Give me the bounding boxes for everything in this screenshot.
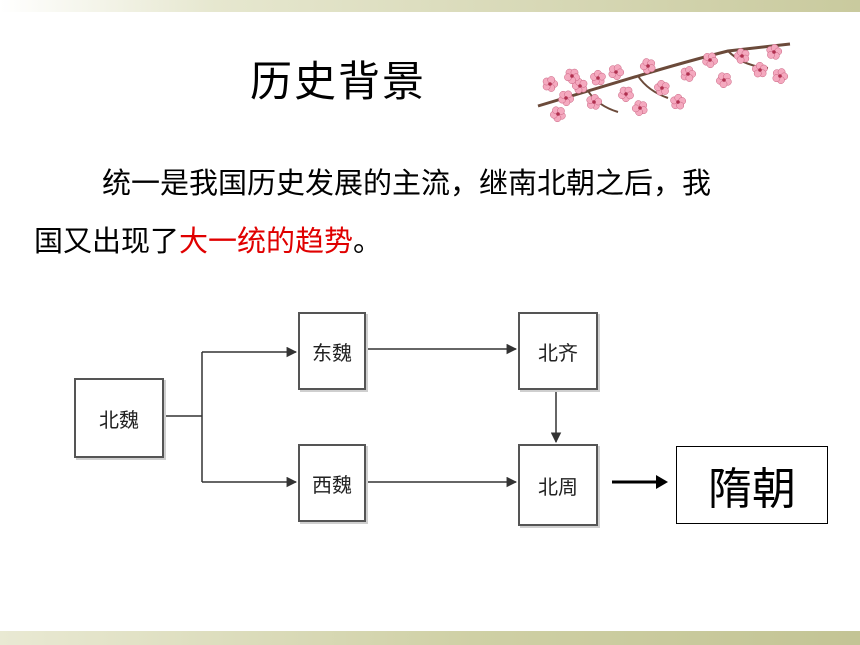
blossom-flower: [772, 68, 789, 84]
node-sui-dynasty: 隋朝: [676, 446, 828, 524]
bottom-decorative-band: [0, 631, 860, 645]
node-bei-wei: 北魏: [74, 378, 164, 458]
dynasty-flow-diagram: 北魏 东魏 北齐 西魏 北周: [62, 302, 604, 538]
blossom-flower: [766, 44, 783, 60]
blossom-flower: [716, 72, 732, 89]
node-bei-zhou: 北周: [518, 444, 598, 526]
paragraph-line-2: 国又出现了大一统的趋势。: [34, 218, 382, 260]
slide-title: 历史背景: [250, 57, 427, 106]
highlighted-phrase: 大一统的趋势: [179, 224, 354, 258]
blossom-flower: [550, 106, 566, 123]
blossom-flower: [586, 94, 603, 110]
paragraph-text: 国又出现了: [34, 224, 180, 258]
blossom-flower: [680, 66, 697, 82]
blossom-flower: [670, 93, 686, 110]
paragraph-line-1: 统一是我国历史发展的主流，继南北朝之后，我: [102, 166, 712, 200]
top-decorative-band: [0, 0, 860, 12]
flow-connectors: [162, 343, 562, 488]
node-dong-wei: 东魏: [298, 312, 366, 390]
plum-blossom-branch-icon: [537, 42, 791, 123]
blossom-flower: [608, 64, 625, 80]
blossom-flower: [590, 69, 606, 86]
blossom-flower: [618, 86, 634, 103]
node-bei-qi: 北齐: [518, 312, 598, 390]
blossom-flower: [702, 52, 718, 69]
blossom-flower: [654, 80, 670, 96]
paragraph-punctuation: 。: [353, 224, 383, 258]
blossom-flower: [752, 61, 768, 78]
arrow-to-sui-icon: [612, 475, 668, 489]
blossom-flower: [571, 78, 588, 94]
blossom-flower: [639, 58, 656, 74]
node-xi-wei: 西魏: [298, 444, 366, 522]
blossom-flower: [558, 90, 574, 107]
blossom-flower: [733, 48, 750, 64]
blossom-flower: [631, 100, 648, 116]
blossom-flower: [542, 76, 559, 92]
blossom-flower: [564, 68, 580, 85]
